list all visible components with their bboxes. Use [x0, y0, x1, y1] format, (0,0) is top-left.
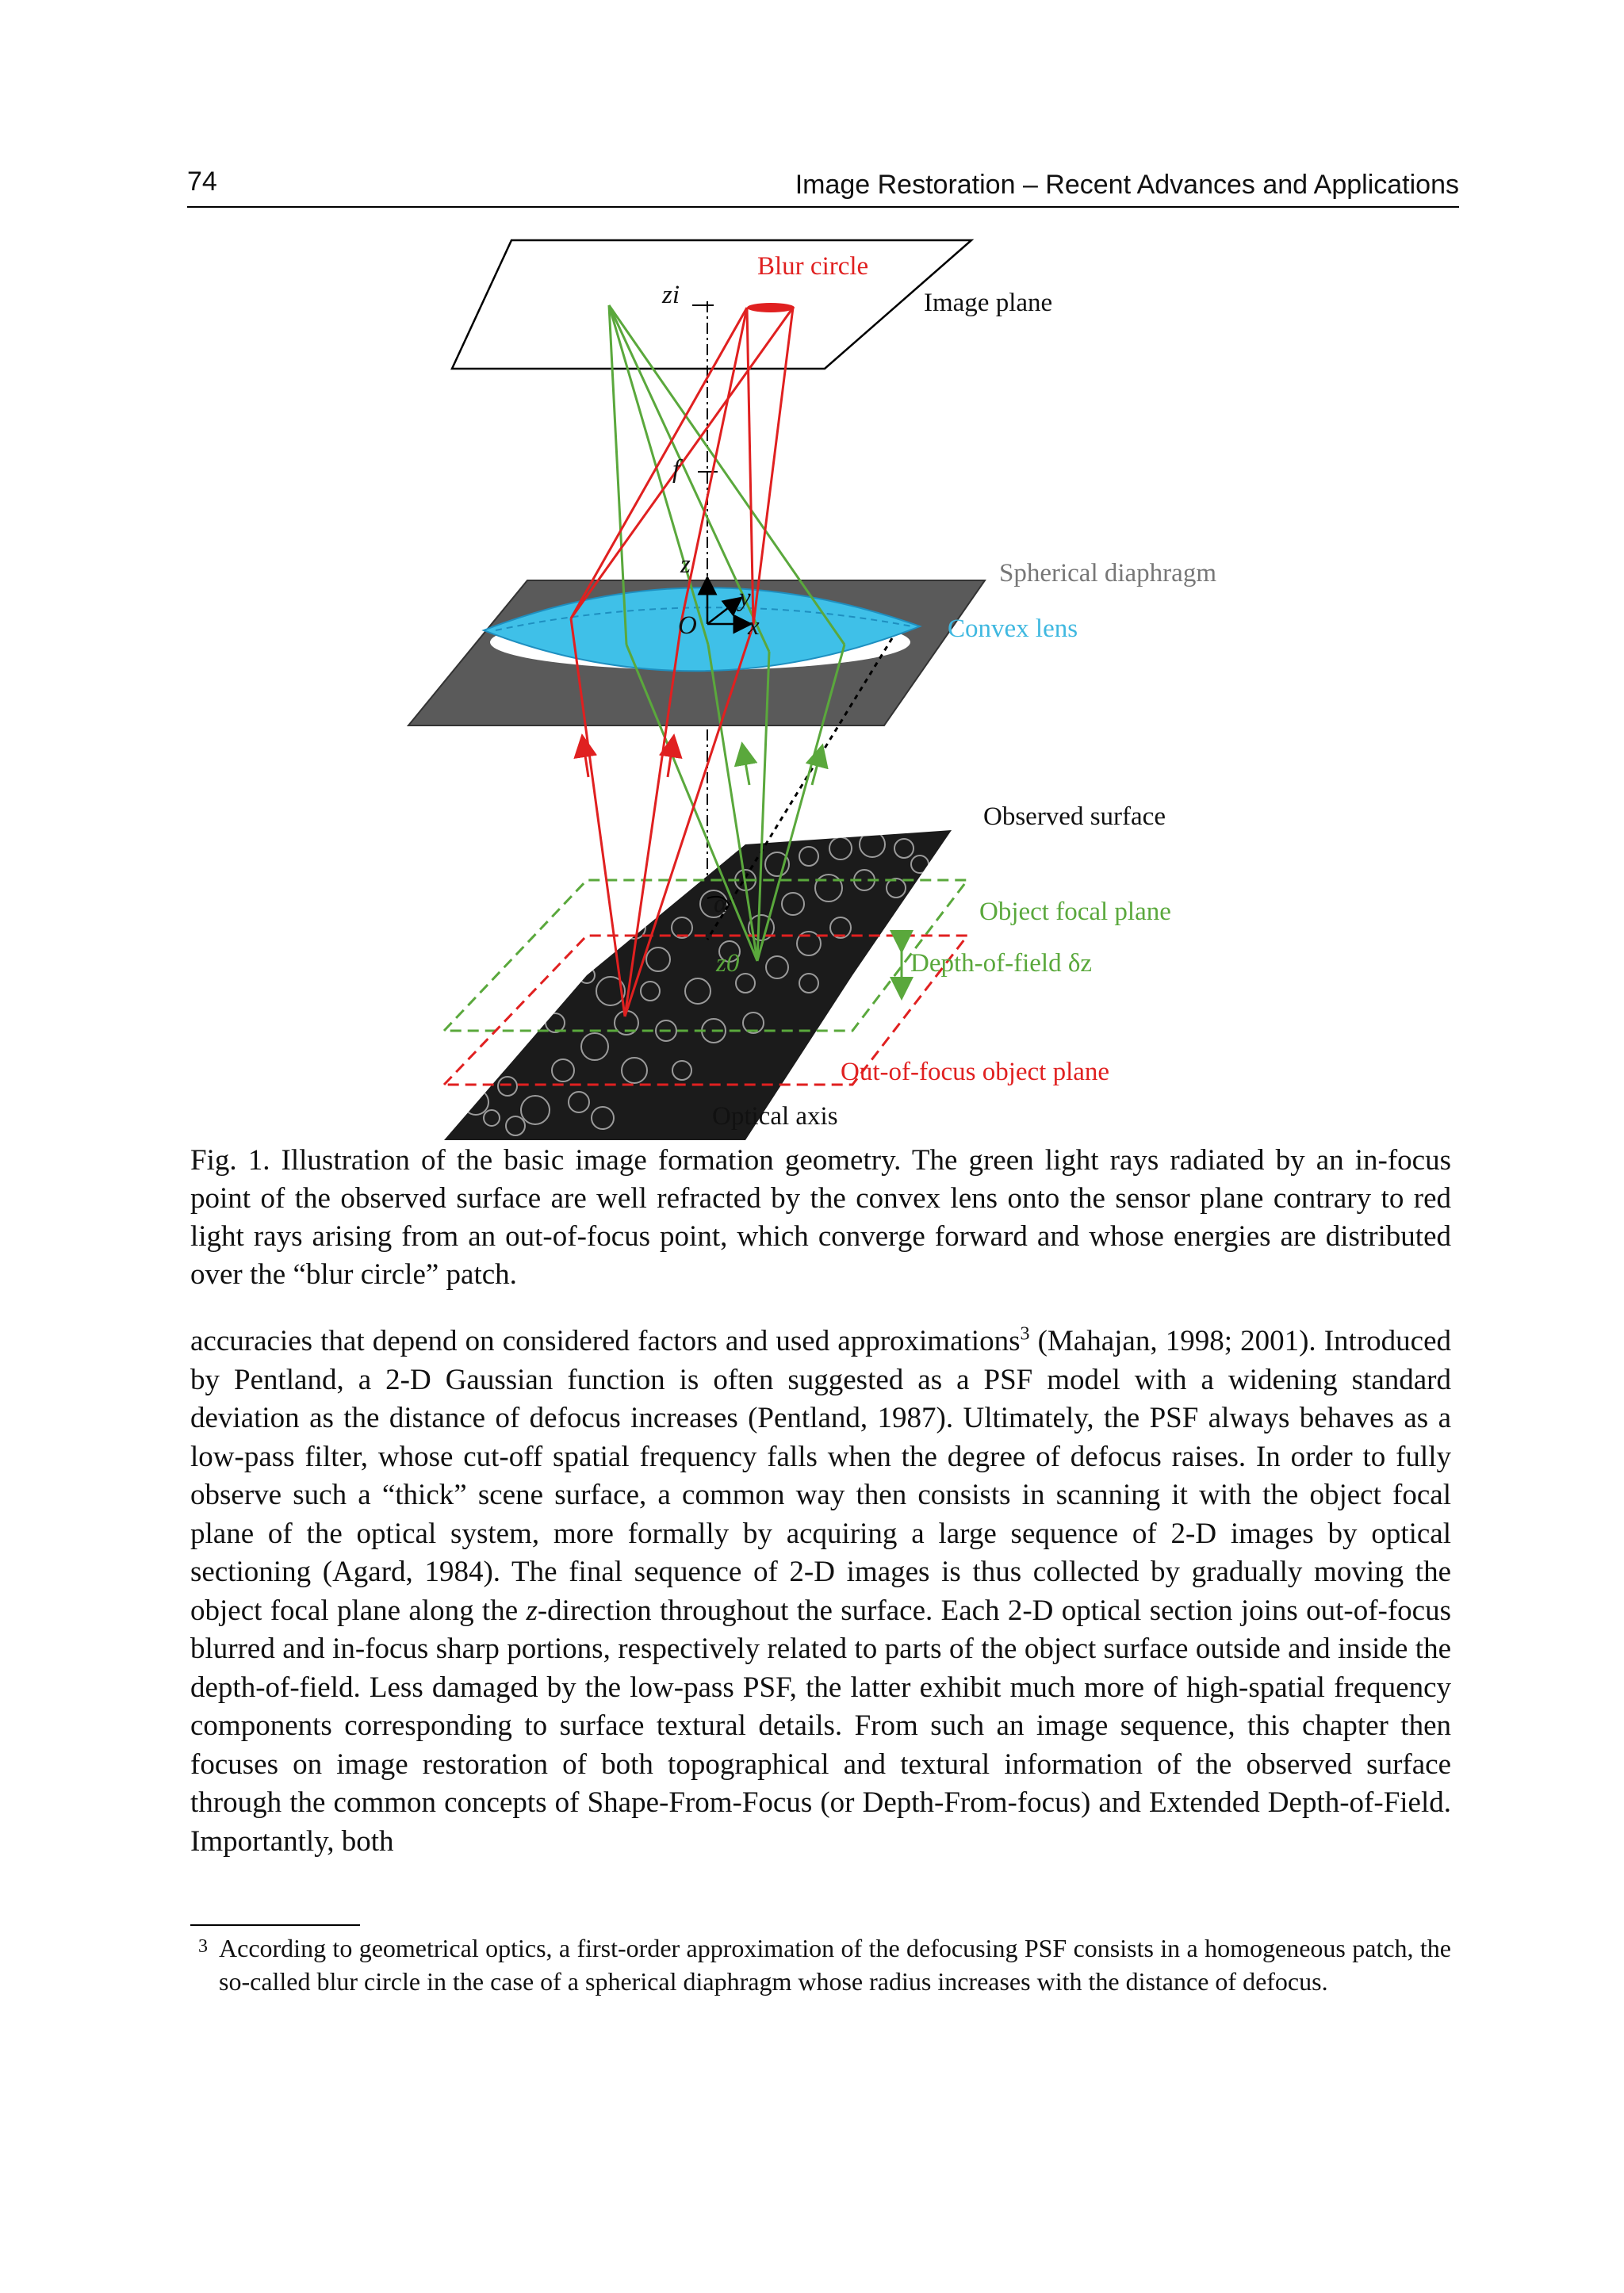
footnote-rule: [190, 1924, 360, 1926]
running-header: 74 Image Restoration – Recent Advances a…: [187, 165, 1459, 208]
observed-surface: [444, 830, 952, 1140]
green-light-rays: [607, 304, 846, 962]
footnote: 3 According to geometrical optics, a fir…: [190, 1931, 1451, 1998]
label-convex-lens: Convex lens: [948, 614, 1078, 643]
footnote-mark: 3: [198, 1936, 208, 1957]
label-z-vector: z: [680, 550, 691, 579]
object-focal-plane: [441, 879, 971, 1032]
label-observed-surface: Observed surface: [983, 802, 1166, 831]
label-optical-axis: Optical axis: [712, 1102, 838, 1131]
label-zi: zi: [661, 281, 680, 309]
label-spherical-diaphragm: Spherical diaphragm: [999, 559, 1216, 588]
body-text-part-b: (Mahajan, 1998; 2001). Introduced by Pen…: [190, 1325, 1451, 1627]
figure-image-formation: Blur circle Image plane zi f z y x O Sph…: [396, 230, 1285, 1142]
label-object-focal-plane: Object focal plane: [979, 898, 1171, 926]
red-light-rays: [569, 307, 795, 1017]
label-origin: O: [678, 611, 697, 640]
body-text-part-c: -direction throughout the surface. Each …: [190, 1594, 1451, 1858]
book-title: Image Restoration – Recent Advances and …: [795, 170, 1459, 200]
label-image-plane: Image plane: [924, 289, 1052, 317]
out-of-focus-plane: [441, 934, 971, 1086]
figure-caption: Fig. 1. Illustration of the basic image …: [190, 1144, 1451, 1291]
figure-drawing: Blur circle Image plane zi f z y x O Sph…: [406, 239, 1216, 1140]
blur-circle: [747, 303, 795, 312]
body-italic-z: z: [526, 1594, 538, 1627]
label-out-of-focus-plane: Out-of-focus object plane: [841, 1058, 1109, 1086]
label-z0: z0: [715, 949, 740, 978]
page-number: 74: [187, 167, 217, 197]
footnote-reference: 3: [1020, 1323, 1030, 1345]
footnote-text: According to geometrical optics, a first…: [219, 1934, 1451, 1996]
label-depth-of-field: Depth-of-field δz: [910, 949, 1092, 978]
label-blur-circle: Blur circle: [757, 252, 868, 281]
body-text: accuracies that depend on considered fac…: [190, 1323, 1451, 1861]
label-y-vector: y: [737, 584, 751, 612]
label-x-vector: x: [747, 612, 760, 641]
label-alpha: α: [714, 890, 728, 918]
body-paragraph: accuracies that depend on considered fac…: [190, 1323, 1451, 1861]
body-text-part-a: accuracies that depend on considered fac…: [190, 1325, 1021, 1357]
